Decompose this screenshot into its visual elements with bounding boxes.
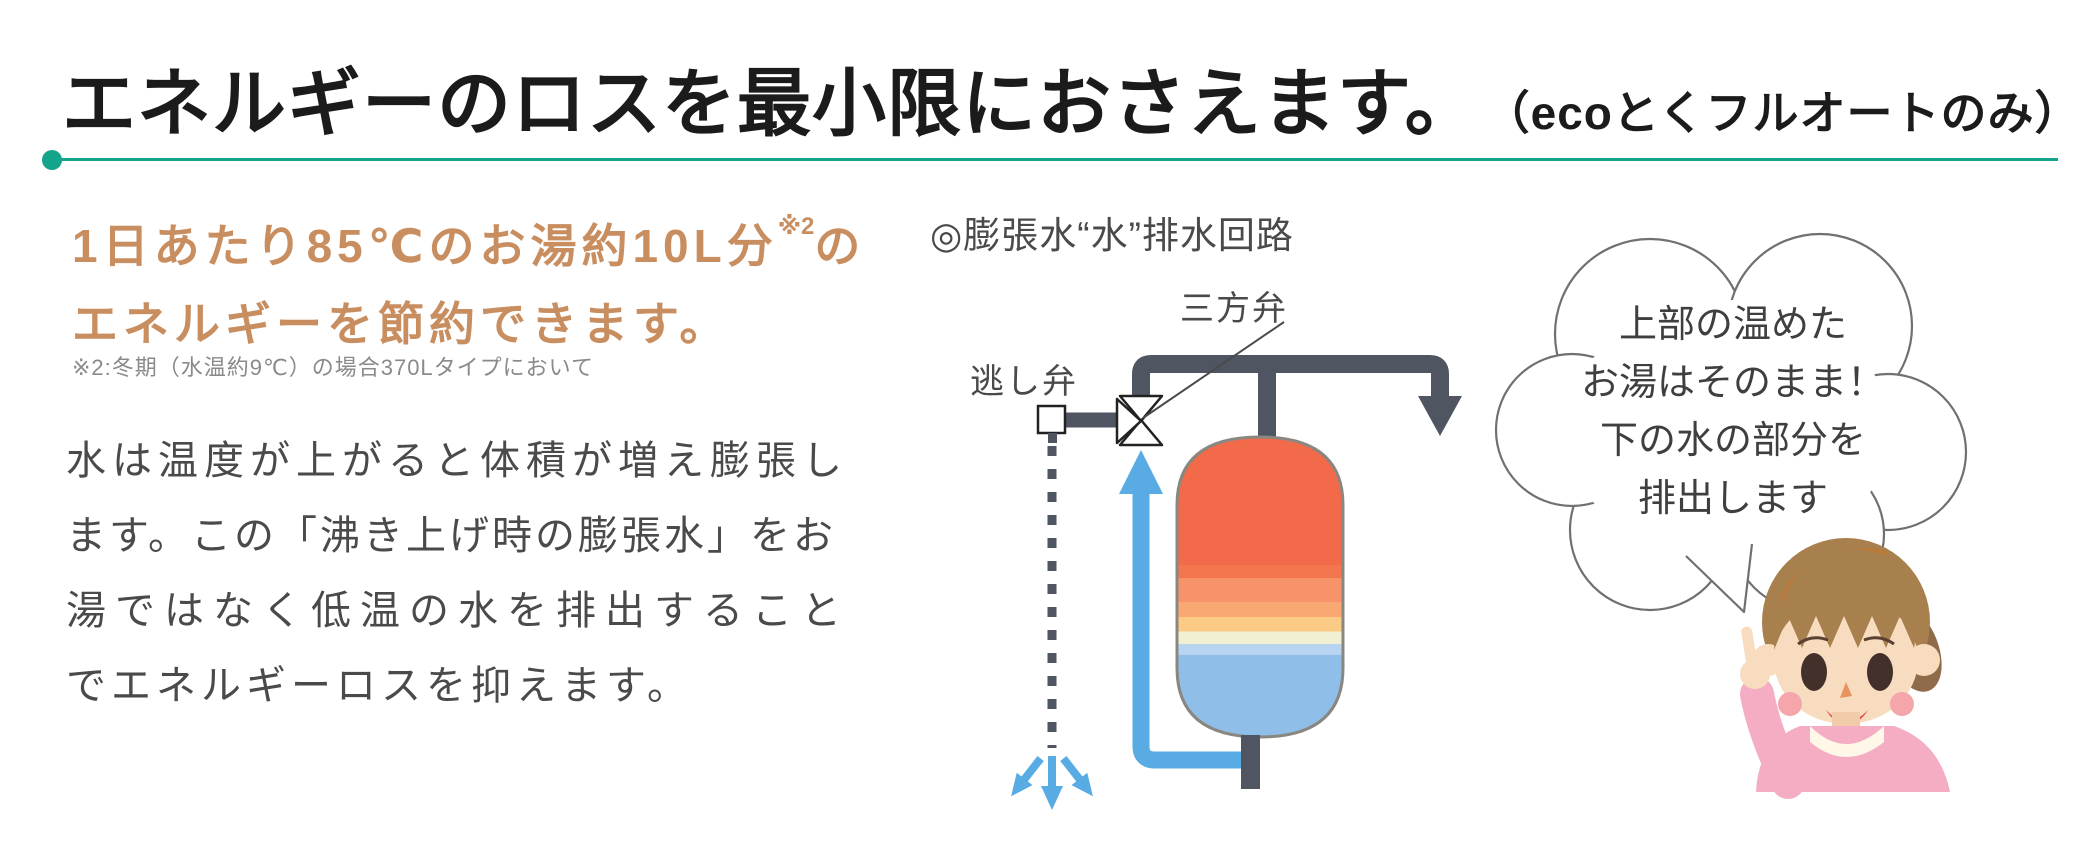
accent-dot (42, 150, 62, 170)
accent-rule (58, 158, 2058, 161)
three-way-valve-icon (1115, 394, 1164, 447)
benefit-headline-line2: エネルギーを節約できます。 (72, 298, 731, 350)
three-way-valve-leader-line (1142, 321, 1285, 419)
body-line: 湯ではなく低温の水を排出すること (66, 589, 850, 633)
raised-arm (1740, 677, 1805, 799)
nose (1840, 682, 1852, 698)
sweater (1756, 726, 1950, 792)
relief-valve-stub (1048, 433, 1057, 443)
collar (1810, 726, 1884, 757)
footnote: ※2:冬期（水温約9℃）の場合370Lタイプにおいて (72, 355, 595, 380)
speech-bubble (1494, 232, 1968, 614)
pointing-finger (1741, 626, 1758, 673)
water-flow-pipe (1119, 450, 1252, 769)
benefit-headline-line1: 1日あたり85℃のお湯約10L分 (72, 220, 778, 272)
hot-water-tank (1175, 435, 1345, 739)
drain-circuit-diagram (1011, 321, 1462, 810)
girl-pointing-illustration (1740, 538, 1950, 799)
relief-valve-label: 逃し弁 (970, 363, 1078, 401)
benefit-headline-line1-tail: の (814, 220, 866, 272)
diagram-title: ◎膨張水“水”排水回路 (930, 215, 1294, 256)
blush-right (1890, 692, 1914, 716)
discharge-spray-arrows-icon (1011, 756, 1093, 810)
footnote-marker: ※2 (777, 213, 815, 240)
body-paragraph: 水は温度が上がると体積が増え膨張し ます。この「沸き上げ時の膨張水」をお 湯では… (66, 424, 850, 724)
eye-right (1867, 653, 1893, 691)
hair-bangs (1774, 547, 1922, 650)
three-way-valve-label: 三方弁 (1180, 290, 1288, 328)
top-drain-pipe (1132, 355, 1449, 400)
speech-bubble-line: 下の水の部分を (1599, 420, 1866, 462)
body-line: でエネルギーロスを抑えます。 (66, 664, 692, 708)
speech-bubble-tail (1685, 543, 1754, 614)
relief-valve-icon (1036, 404, 1067, 435)
eye-left (1801, 653, 1827, 691)
body-line: 水は温度が上がると体積が増え膨張し (66, 439, 848, 483)
tank-bottom-stub-pipe (1241, 735, 1260, 789)
blush-left (1778, 692, 1802, 716)
drain-arrowhead-icon (1418, 396, 1462, 436)
speech-bubble-line: お湯はそのまま！ (1580, 362, 1885, 404)
benefit-headline: 1日あたり85℃のお湯約10L分※2の エネルギーを節約できます。 (72, 188, 865, 363)
body-line: ます。この「沸き上げ時の膨張水」をお (66, 514, 836, 558)
speech-bubble-text: 上部の温めた お湯はそのまま！ 下の水の部分を 排出します (1578, 296, 1888, 528)
water-flow-arrowhead-icon (1119, 450, 1163, 494)
speech-bubble-line: 排出します (1637, 478, 1828, 520)
speech-bubble-line: 上部の温めた (1618, 304, 1847, 346)
page-title-main: エネルギーのロスを最小限におさえます。 (62, 62, 1480, 145)
page-title-suffix: （ecoとくフルオートのみ） (1483, 87, 2082, 139)
page-title: エネルギーのロスを最小限におさえます。 （ecoとくフルオートのみ） (62, 44, 2082, 151)
